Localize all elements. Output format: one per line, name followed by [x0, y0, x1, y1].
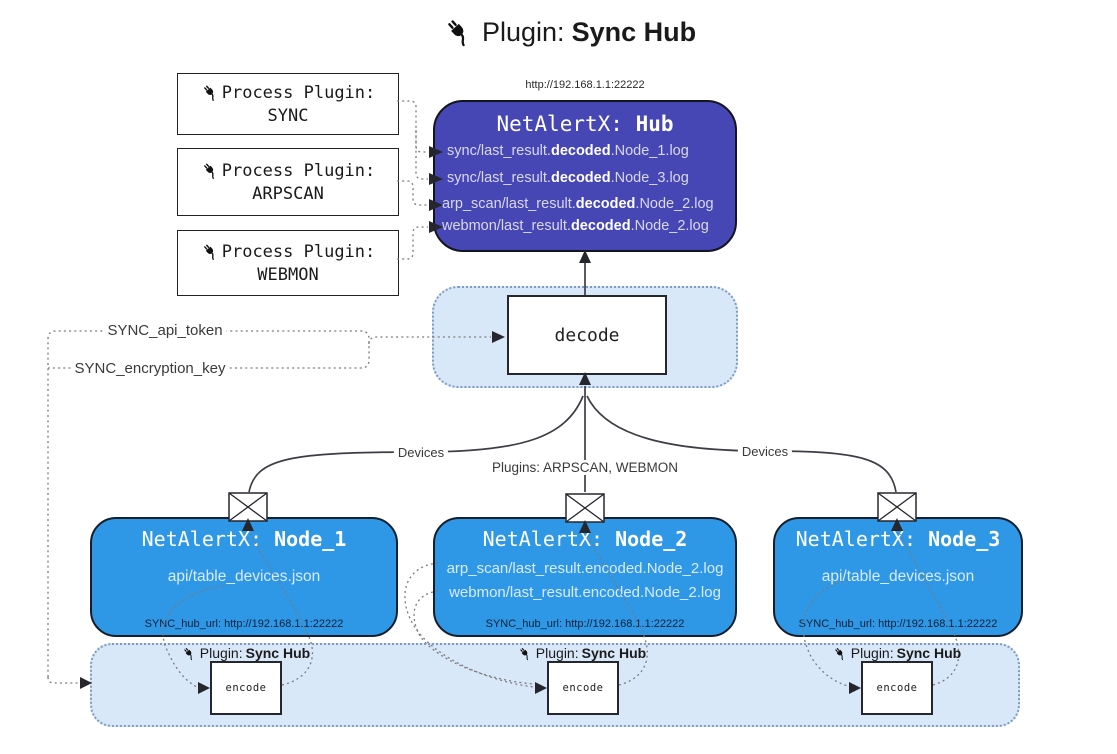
log-post: .Node_2.log	[635, 196, 714, 212]
connector-webmon-hub	[397, 226, 428, 260]
connector-sync-hub1	[397, 100, 428, 153]
node-title-prefix: NetAlertX:	[141, 527, 275, 551]
connector-arpscan-hub	[397, 180, 428, 206]
plug-icon	[518, 646, 533, 661]
log-bold: decoded	[550, 143, 611, 159]
plugins-edge-label: Plugins: ARPSCAN, WEBMON	[487, 460, 683, 475]
node-files: arp_scan/last_result.encoded.Node_2.log …	[433, 554, 737, 606]
devices-edge-label-right: Devices	[737, 444, 793, 459]
devices-edge-label-left: Devices	[393, 445, 449, 460]
process-plugin-box-arpscan: Process Plugin: ARPSCAN	[177, 148, 399, 216]
log-post: .Node_2.log	[630, 218, 709, 234]
plug-icon	[201, 161, 220, 180]
node-files: api/table_devices.json	[773, 554, 1023, 606]
process-plugin-name: WEBMON	[257, 264, 319, 285]
badge-prefix: Plugin:	[850, 645, 894, 661]
sync-hub-plugin-badge: Plugin: Sync Hub	[182, 645, 310, 661]
encode-box-1: encode	[210, 661, 282, 715]
process-plugin-label: Process Plugin:	[221, 241, 376, 262]
node-title-name: Node_3	[928, 527, 1001, 551]
log-bold: decoded	[575, 196, 636, 212]
node-file: api/table_devices.json	[821, 567, 975, 585]
connector-envelope1-decode	[248, 395, 584, 493]
process-plugin-name: SYNC	[267, 105, 309, 126]
plug-icon	[201, 242, 220, 261]
badge-name: Sync Hub	[896, 645, 962, 661]
node-files: api/table_devices.json	[90, 554, 398, 606]
node-file: arp_scan/last_result.encoded.Node_2.log	[446, 559, 724, 577]
encode-box-3: encode	[861, 661, 933, 715]
log-pre: sync/last_result.	[447, 143, 551, 159]
node-title-name: Node_2	[615, 527, 688, 551]
process-plugin-box-webmon: Process Plugin: WEBMON	[177, 230, 399, 296]
hub-url: http://192.168.1.1:22222	[525, 79, 645, 91]
process-plugin-label: Process Plugin:	[221, 82, 376, 103]
hub-log-line: sync/last_result.decoded.Node_1.log	[447, 143, 689, 159]
badge-name: Sync Hub	[245, 645, 311, 661]
encode-label: encode	[562, 682, 604, 694]
node-file: webmon/last_result.encoded.Node_2.log	[449, 583, 721, 601]
connector-encryption-to-encode	[47, 676, 79, 684]
plug-icon	[833, 646, 848, 661]
decode-box: decode	[507, 295, 667, 375]
sync-api-token-label: SYNC_api_token	[103, 322, 227, 339]
node-title-prefix: NetAlertX:	[795, 527, 929, 551]
hub-log-line: arp_scan/last_result.decoded.Node_2.log	[442, 196, 714, 212]
encode-box-2: encode	[547, 661, 619, 715]
node-hub-url: SYNC_hub_url: http://192.168.1.1:22222	[798, 618, 998, 630]
process-plugin-name: ARPSCAN	[252, 183, 324, 204]
encode-label: encode	[876, 682, 918, 694]
node-title-name: Node_1	[274, 527, 347, 551]
node-title: NetAlertX: Node_1	[90, 527, 398, 551]
node-hub-url: SYNC_hub_url: http://192.168.1.1:22222	[144, 618, 344, 630]
log-pre: webmon/last_result.	[442, 218, 571, 234]
log-bold: decoded	[550, 170, 611, 186]
plug-icon	[182, 646, 197, 661]
badge-prefix: Plugin:	[199, 645, 243, 661]
log-pre: arp_scan/last_result.	[442, 196, 576, 212]
page-title: Plugin: Sync Hub	[443, 16, 696, 48]
node-title: NetAlertX: Node_2	[433, 527, 737, 551]
plug-icon	[443, 16, 475, 48]
log-post: .Node_1.log	[610, 143, 689, 159]
hub-title-prefix: NetAlertX:	[496, 112, 636, 136]
node-file: api/table_devices.json	[167, 567, 321, 585]
hub-box	[433, 100, 737, 252]
sync-hub-plugin-badge: Plugin: Sync Hub	[833, 645, 961, 661]
sync-encryption-key-label: SYNC_encryption_key	[70, 360, 230, 377]
hub-log-line: sync/last_result.decoded.Node_3.log	[447, 170, 689, 186]
log-post: .Node_3.log	[610, 170, 689, 186]
badge-prefix: Plugin:	[535, 645, 579, 661]
node-title-prefix: NetAlertX:	[482, 527, 616, 551]
log-bold: decoded	[570, 218, 631, 234]
connector-sync-hub2	[415, 130, 428, 180]
page-title-prefix: Plugin:	[482, 16, 565, 47]
page-title-name: Sync Hub	[571, 16, 697, 47]
hub-title: NetAlertX: Hub	[433, 112, 737, 136]
process-plugin-label: Process Plugin:	[221, 160, 376, 181]
badge-name: Sync Hub	[581, 645, 647, 661]
hub-log-line: webmon/last_result.decoded.Node_2.log	[442, 218, 709, 234]
node-hub-url: SYNC_hub_url: http://192.168.1.1:22222	[485, 618, 685, 630]
plug-icon	[201, 83, 220, 102]
log-pre: sync/last_result.	[447, 170, 551, 186]
process-plugin-box-sync: Process Plugin: SYNC	[177, 73, 399, 135]
encode-label: encode	[225, 682, 267, 694]
node-title: NetAlertX: Node_3	[773, 527, 1023, 551]
sync-hub-plugin-badge: Plugin: Sync Hub	[518, 645, 646, 661]
decode-label: decode	[554, 324, 620, 346]
hub-title-name: Hub	[635, 112, 674, 136]
